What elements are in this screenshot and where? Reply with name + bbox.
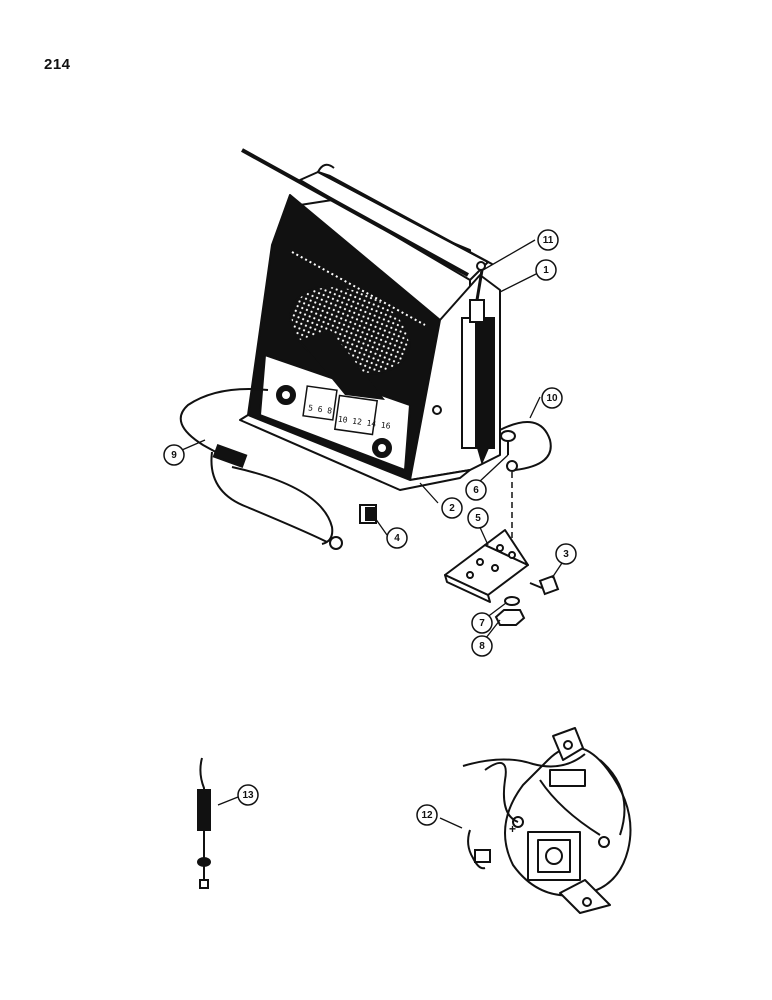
clip-4	[359, 504, 377, 524]
am-dial-window	[302, 385, 338, 421]
noise-suppression-wire	[197, 757, 211, 889]
callout-8: 8	[471, 635, 493, 657]
callout-label: 8	[479, 641, 485, 652]
callout-label: 4	[394, 533, 400, 544]
mounting-rod	[241, 148, 469, 277]
callout-label: 2	[449, 503, 455, 514]
callout-4: 4	[386, 527, 408, 549]
bolt-3	[529, 574, 560, 596]
power-filter-tube	[461, 261, 495, 465]
washer-7	[504, 596, 520, 606]
callout-circle	[416, 804, 438, 826]
radio-control-panel: 5 6 8 10 12 14 16	[258, 330, 412, 472]
side-screw	[432, 405, 442, 415]
callout-label: 3	[563, 549, 569, 560]
callout-13: 13	[237, 784, 259, 806]
callout-label: 6	[473, 485, 479, 496]
callout-12: 12	[416, 804, 438, 826]
callout-label: 7	[479, 618, 485, 629]
callout-1: 1	[535, 259, 557, 281]
callout-circle	[555, 543, 577, 565]
callout-circle	[237, 784, 259, 806]
callout-circle	[535, 259, 557, 281]
callout-10: 10	[541, 387, 563, 409]
am-dial-scale: 5 6 8	[308, 403, 333, 415]
callout-5: 5	[467, 507, 489, 529]
page-number: 214	[44, 56, 71, 73]
callout-circle	[471, 612, 493, 634]
callout-circle	[471, 635, 493, 657]
callout-circle	[163, 444, 185, 466]
alternator-wiring	[462, 753, 626, 870]
callout-label: 10	[546, 393, 558, 404]
callout-9: 9	[163, 444, 185, 466]
callout-circle	[465, 479, 487, 501]
bolt-6	[500, 430, 516, 455]
callout-label: 5	[475, 513, 481, 524]
mounting-bracket	[444, 529, 529, 603]
ground-strap	[499, 421, 552, 471]
callout-7: 7	[471, 612, 493, 634]
callout-circle	[386, 527, 408, 549]
callout-circle	[541, 387, 563, 409]
callout-label: 1	[543, 265, 549, 276]
callout-label: 12	[421, 810, 433, 821]
fm-dial-window	[333, 394, 379, 436]
nut-8	[494, 609, 526, 626]
callout-circle	[467, 507, 489, 529]
callout-6: 6	[465, 479, 487, 501]
callout-2: 2	[441, 497, 463, 519]
callout-label: 13	[242, 790, 254, 801]
callout-circle	[441, 497, 463, 519]
callout-circle	[537, 229, 559, 251]
positive-terminal-mark: +	[509, 822, 516, 836]
power-cord	[179, 388, 343, 550]
callout-11: 11	[537, 229, 559, 251]
callout-3: 3	[555, 543, 577, 565]
callout-label: 9	[171, 450, 177, 461]
callout-label: 11	[543, 235, 554, 246]
alternator	[504, 727, 632, 914]
